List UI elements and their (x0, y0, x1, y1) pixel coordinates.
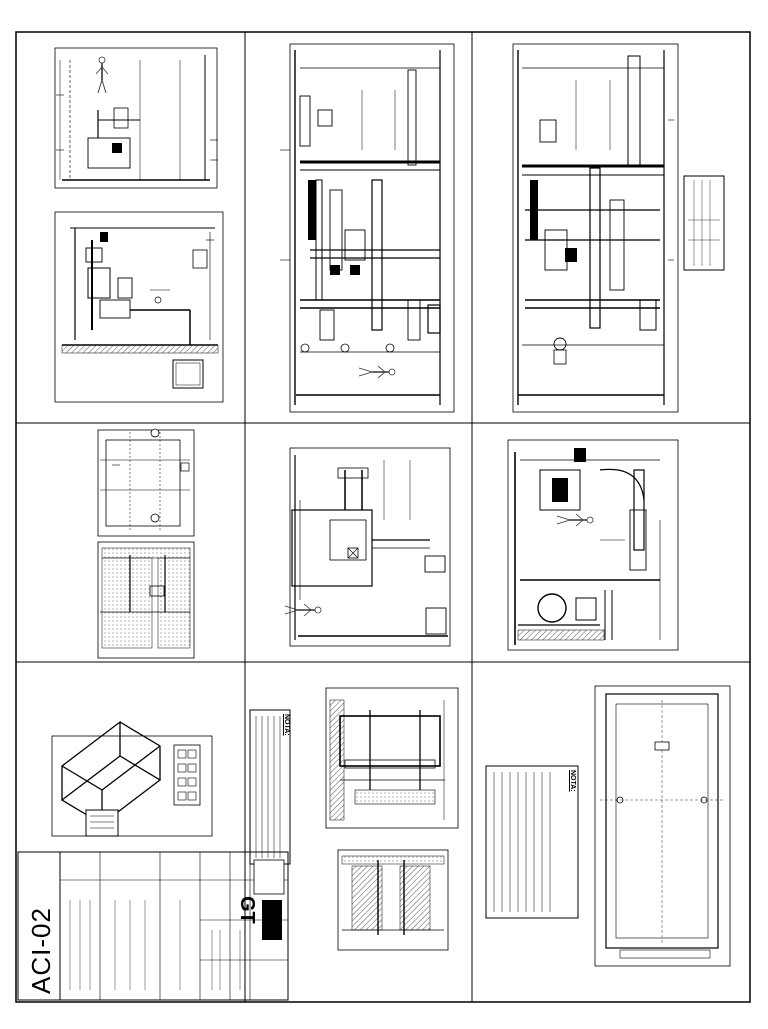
sheet-number: ACI-02 (26, 907, 56, 994)
note-box-left (249, 709, 291, 865)
detail-base-plan (97, 428, 195, 537)
detail-base-section (97, 541, 195, 659)
sheet-border (15, 31, 751, 1003)
detail-anchor-section (337, 849, 449, 951)
detail-piping-elevation-b (512, 43, 679, 413)
title-block (17, 851, 289, 1001)
detail-pump-tank-elevation (507, 439, 679, 651)
detail-base-plan-large (594, 685, 731, 967)
detail-piping-elevation-a (280, 43, 455, 413)
detail-elevation-mid-left (54, 211, 224, 403)
detail-panel-elevation (284, 447, 451, 647)
detail-elevation-top-left (54, 47, 218, 189)
note-title-right: NOTA: (569, 770, 576, 792)
note-title-left: NOTA: (283, 714, 290, 736)
note-box-right (485, 765, 579, 919)
detail-foundation-section (325, 687, 459, 829)
detail-isometric-frame (51, 720, 213, 837)
company-logo: GT (236, 896, 258, 924)
equipment-legend-table (683, 175, 725, 271)
